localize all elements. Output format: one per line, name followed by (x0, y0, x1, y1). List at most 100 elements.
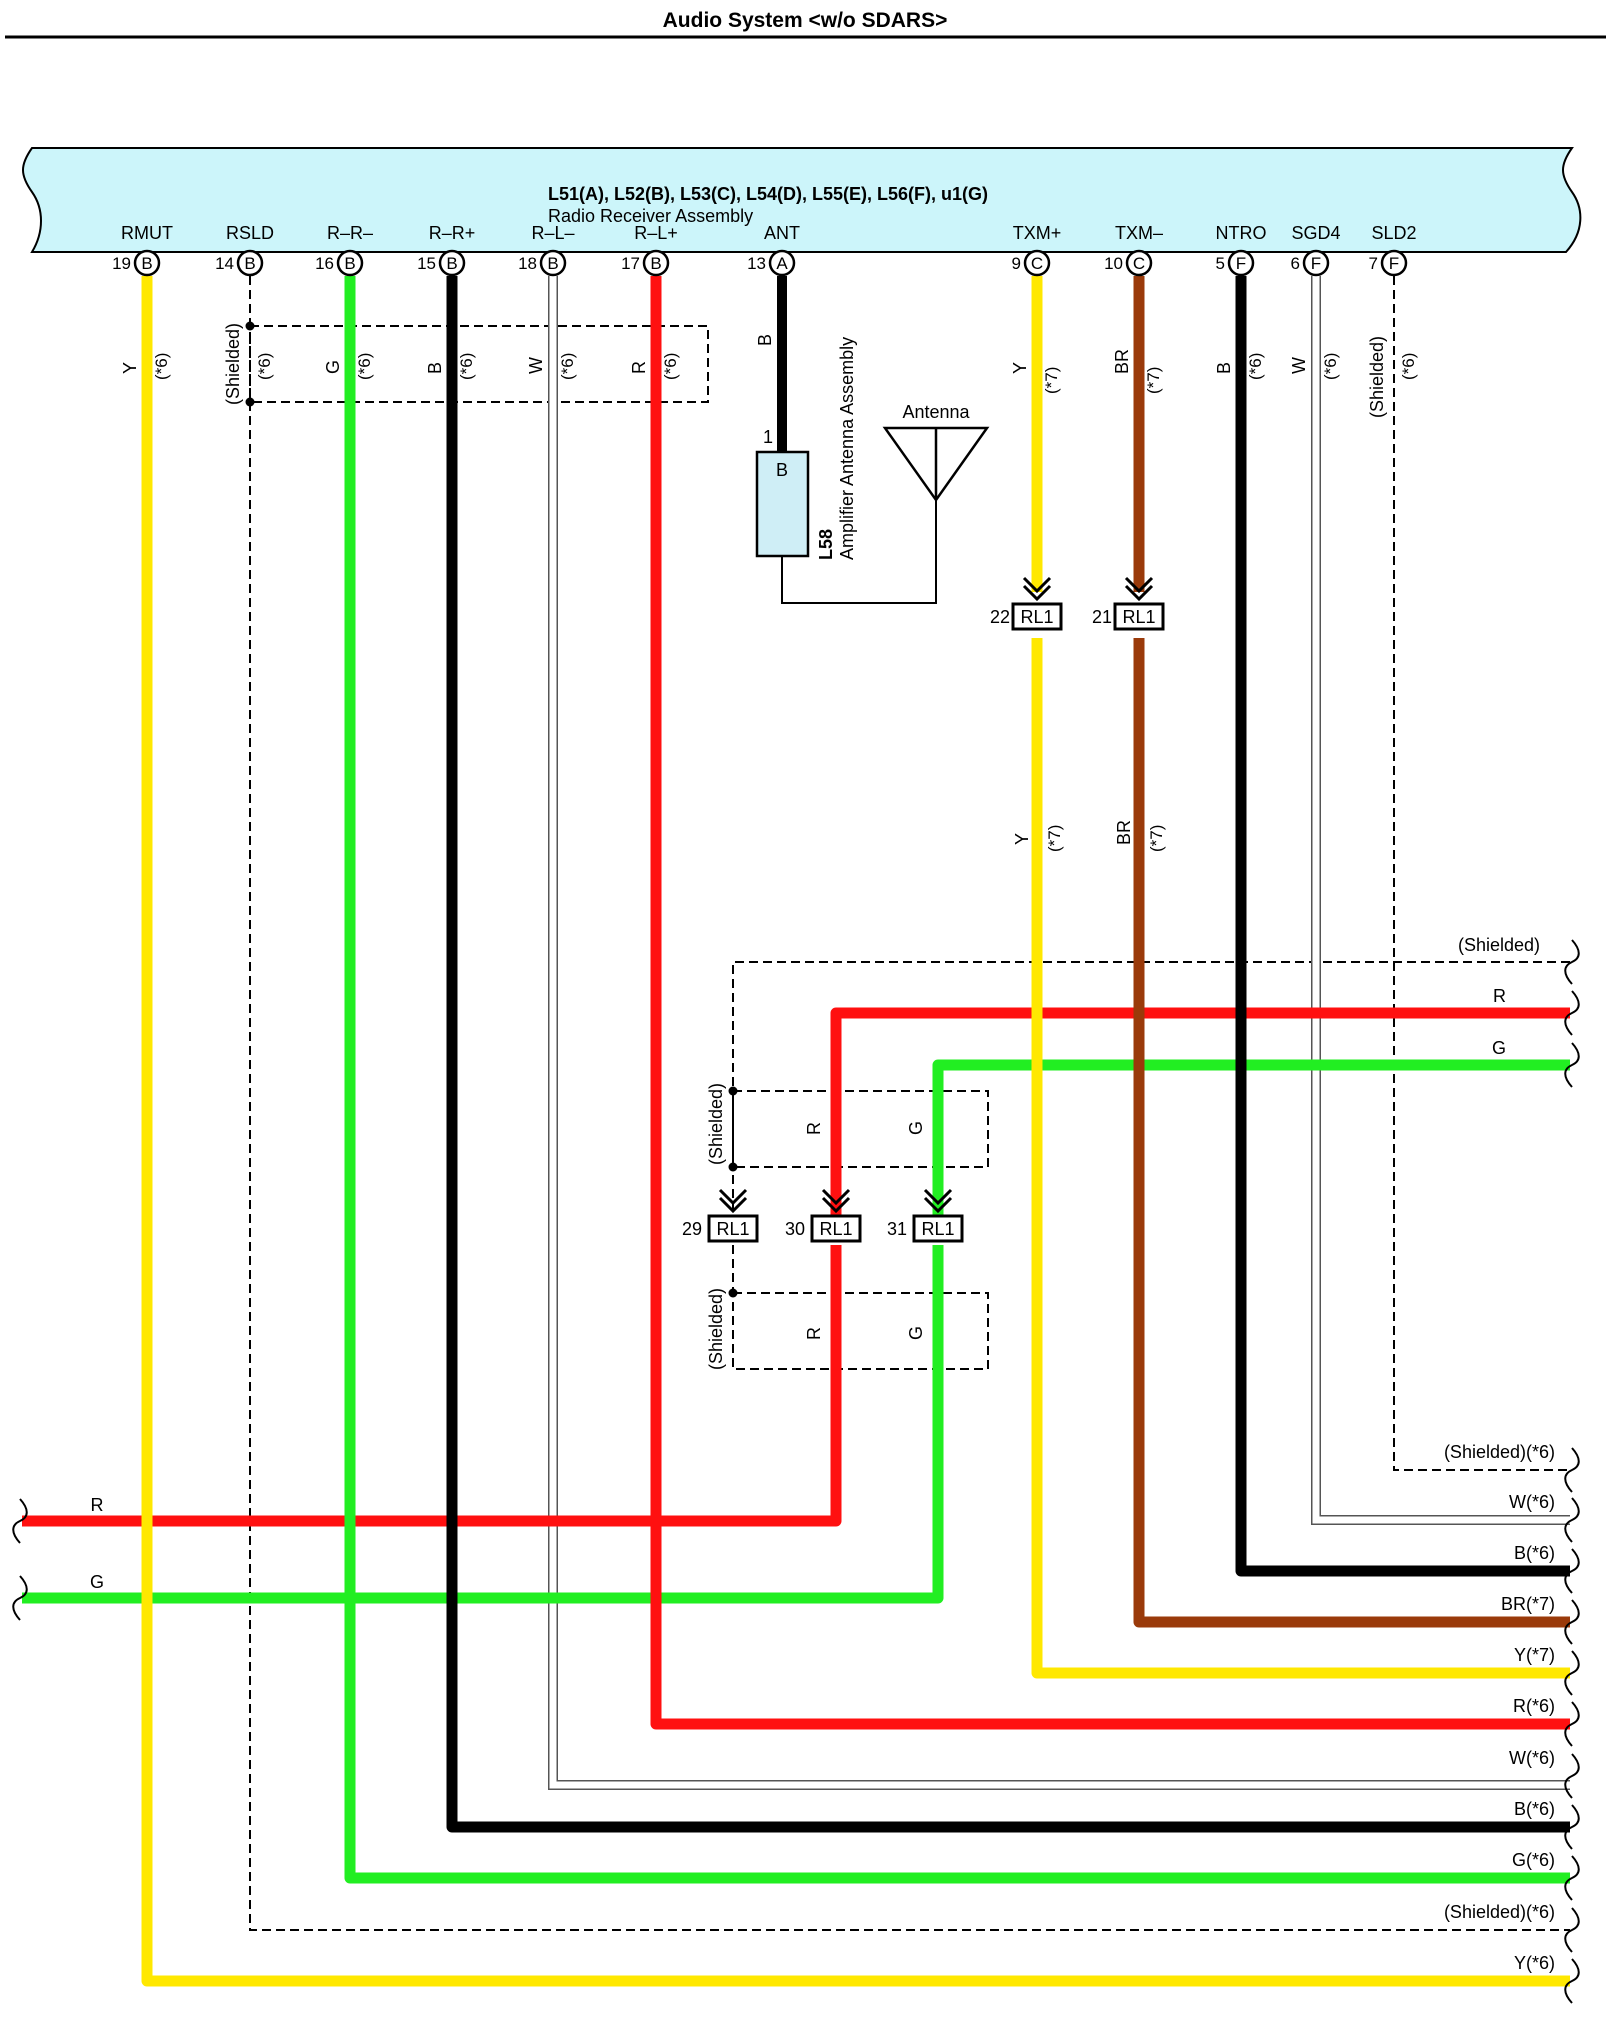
wire-sld2-shield (1393, 276, 1570, 1471)
pin-connector-7 (1023, 249, 1051, 277)
left-r-label: R (91, 1495, 104, 1515)
top-wire-note-9: (*6) (1246, 353, 1265, 380)
top-wire-labels: Y(*6)(Shielded)(*6)G(*6)B(*6)W(*6)R(*6)B… (120, 323, 1418, 418)
break-right-12 (1564, 1907, 1580, 1953)
wire-left-r (22, 1245, 842, 1527)
rl1-29-num: 29 (682, 1219, 702, 1239)
pin-conn-6: A (776, 254, 788, 273)
wire-input-g (932, 1059, 1570, 1215)
mid-shielded-upper: (Shielded) (706, 1083, 726, 1165)
pin-connector-4 (539, 249, 567, 277)
pin-conn-2: B (344, 254, 355, 273)
break-right-11 (1564, 1855, 1580, 1901)
pin-connector-8 (1125, 249, 1153, 277)
output-label-3: BR(*7) (1501, 1594, 1555, 1614)
rl1-29: RL1 29 (682, 1188, 759, 1243)
top-wire-color-4: W (526, 357, 546, 374)
break-right-0 (1564, 939, 1580, 985)
pin-name-1: RSLD (226, 223, 274, 243)
shield-junction-mid-1 (728, 1086, 738, 1096)
pin-num-2: 16 (315, 254, 334, 273)
pin-num-9: 5 (1216, 254, 1225, 273)
top-wire-color-7: Y (1010, 362, 1030, 374)
top-wire-color-6: B (755, 334, 775, 346)
pin-connector-1 (236, 249, 264, 277)
top-wire-note-2: (*6) (355, 353, 374, 380)
pin-connector-11 (1380, 249, 1408, 277)
pin-num-11: 7 (1369, 254, 1378, 273)
break-right-8 (1564, 1701, 1580, 1747)
shield-input-line (732, 961, 1570, 1212)
output-label-5: R(*6) (1513, 1696, 1555, 1716)
pin-name-5: R–L+ (634, 223, 678, 243)
pin-conn-7: C (1031, 254, 1043, 273)
pin-num-5: 17 (621, 254, 640, 273)
amp-name: Amplifier Antenna Assembly (837, 337, 857, 560)
wire-rsld-shield (249, 276, 1570, 1931)
rl1-22: RL1 22 (990, 576, 1063, 631)
wire-ntro (1235, 276, 1570, 1577)
mid-r-upper: R (804, 1122, 824, 1135)
top-wire-note-3: (*6) (457, 353, 476, 380)
break-right-5 (1564, 1548, 1580, 1594)
pin-name-7: TXM+ (1013, 223, 1062, 243)
wire-txm-minus-out (1133, 638, 1570, 1628)
amp-antenna-link (781, 500, 937, 604)
pin-conn-4: B (547, 254, 558, 273)
top-wire-color-2: G (323, 360, 343, 374)
amp-pin-num: 1 (763, 427, 773, 447)
rl1-30: RL1 30 (785, 1188, 862, 1243)
txm-plus-lower-note: (*7) (1045, 825, 1064, 852)
output-label-8: G(*6) (1512, 1850, 1555, 1870)
pin-name-9: NTRO (1216, 223, 1267, 243)
pin-conn-0: B (141, 254, 152, 273)
break-right-4 (1564, 1497, 1580, 1543)
txm-minus-lower-note: (*7) (1147, 825, 1166, 852)
pin-conn-11: F (1389, 254, 1399, 273)
mid-r-lower: R (804, 1327, 824, 1340)
rl1-22-label: RL1 (1020, 607, 1053, 627)
top-wire-note-7: (*7) (1042, 367, 1061, 394)
amp-code: L58 (816, 529, 836, 560)
pin-name-4: R–L– (531, 223, 574, 243)
input-shielded-label: (Shielded) (1458, 935, 1540, 955)
pin-conn-9: F (1236, 254, 1246, 273)
pin-row: RMUTB19RSLDB14R–R–B16R–R+B15R–L–B18R–L+B… (112, 223, 1417, 277)
top-wire-note-8: (*7) (1144, 367, 1163, 394)
top-wire-note-4: (*6) (558, 353, 577, 380)
rl1-31: RL1 31 (887, 1188, 964, 1243)
white-wires (548, 276, 1570, 1790)
pin-connector-6 (768, 249, 796, 277)
diagram-title: Audio System <w/o SDARS> (663, 9, 948, 32)
antenna-symbol (882, 426, 990, 503)
output-label-0: (Shielded)(*6) (1444, 1442, 1555, 1462)
break-symbols (12, 939, 1580, 2004)
rl1-30-label: RL1 (819, 1219, 852, 1239)
rl1-29-label: RL1 (716, 1219, 749, 1239)
output-label-4: Y(*7) (1514, 1645, 1555, 1665)
rl1-21-label: RL1 (1122, 607, 1155, 627)
receiver-connectors: L51(A), L52(B), L53(C), L54(D), L55(E), … (548, 184, 988, 204)
top-wire-color-0: Y (120, 362, 140, 374)
rl1-31-label: RL1 (921, 1219, 954, 1239)
top-wire-shield-1: (Shielded) (223, 323, 243, 405)
txm-plus-lower-wire: Y (1012, 833, 1032, 845)
top-wire-shield-11: (Shielded) (1367, 336, 1387, 418)
mid-g-upper: G (906, 1121, 926, 1135)
txm-minus-lower-wire: BR (1114, 820, 1134, 845)
wire-input-r (830, 1007, 1570, 1215)
shield-box-upper (732, 1090, 989, 1168)
wire-left-g (22, 1245, 944, 1604)
left-g-label: G (90, 1572, 104, 1592)
pin-connector-9 (1227, 249, 1255, 277)
pin-num-6: 13 (747, 254, 766, 273)
pin-conn-3: B (446, 254, 457, 273)
top-wire-color-5: R (629, 361, 649, 374)
top-wire-note-0: (*6) (152, 353, 171, 380)
break-left-g (12, 1575, 28, 1621)
pin-num-3: 15 (417, 254, 436, 273)
mid-g-lower: G (906, 1326, 926, 1340)
shield-junction-mid-3 (728, 1288, 738, 1298)
break-right-13 (1564, 1958, 1580, 2004)
pin-num-4: 18 (518, 254, 537, 273)
